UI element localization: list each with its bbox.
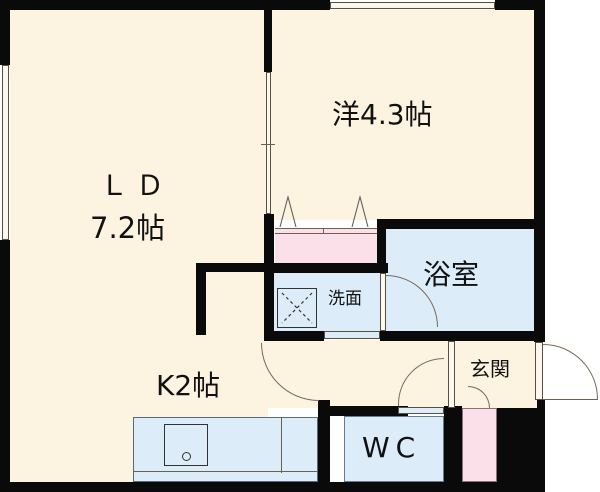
window-left bbox=[2, 65, 9, 240]
wall-bath-left bbox=[377, 219, 386, 273]
wall-right bbox=[534, 0, 545, 342]
entrance-step bbox=[448, 341, 455, 408]
sliding-door-mark bbox=[261, 144, 275, 145]
wall-bottom bbox=[0, 482, 545, 492]
wc-door-opening bbox=[398, 407, 444, 414]
front-door-leaf bbox=[543, 399, 598, 400]
sink-icon bbox=[164, 424, 208, 466]
counter-front-line bbox=[133, 471, 318, 472]
wall-left-bottom bbox=[0, 240, 10, 492]
closet-rail bbox=[275, 228, 377, 229]
wall-ld-western-top bbox=[264, 0, 272, 72]
counter-divider bbox=[281, 417, 282, 473]
wash-corridor-opening bbox=[324, 331, 380, 339]
ld-floor bbox=[10, 10, 268, 482]
wall-left-top bbox=[0, 0, 10, 65]
sink-drain-icon bbox=[182, 452, 191, 461]
wall-bath-bottom bbox=[380, 331, 537, 341]
closet-door-marks-icon bbox=[279, 195, 369, 228]
kitchen-label: K2帖 bbox=[156, 369, 221, 402]
wall-kitchen-stub-v bbox=[196, 263, 206, 335]
wall-ld-western-bottom bbox=[264, 214, 274, 339]
wall-top-left bbox=[0, 0, 330, 10]
western-room-label: 洋4.3帖 bbox=[332, 98, 433, 131]
wall-kitchen-stub-h bbox=[196, 263, 274, 272]
ld-label: ＬＤ bbox=[100, 169, 173, 202]
wall-closet-wash bbox=[264, 263, 388, 273]
kitchen-counter bbox=[133, 417, 318, 482]
ld-size-label: 7.2帖 bbox=[90, 211, 166, 245]
wall-wc-right bbox=[444, 406, 462, 492]
western-room-floor bbox=[268, 10, 534, 220]
front-door[interactable] bbox=[543, 344, 598, 400]
closet-rail-lower bbox=[275, 233, 377, 234]
wall-wash-bottom bbox=[264, 331, 324, 341]
window-top bbox=[330, 2, 495, 9]
shoe-closet bbox=[462, 408, 497, 482]
wash-bath-door bbox=[380, 273, 386, 331]
sliding-door-ld-western bbox=[266, 72, 271, 214]
toilet-label: WC bbox=[362, 431, 422, 464]
wall-corridor-wc bbox=[318, 406, 408, 416]
toilet-area bbox=[344, 416, 444, 482]
western-closet bbox=[275, 228, 377, 264]
wall-entrance-block bbox=[497, 408, 545, 492]
bath-label: 浴室 bbox=[423, 258, 480, 291]
wall-top-right bbox=[495, 0, 545, 10]
wall-corridor-kitchen bbox=[318, 400, 330, 492]
entrance-label: 玄関 bbox=[470, 357, 510, 381]
closet-divider bbox=[323, 228, 324, 234]
washroom-label: 洗面 bbox=[328, 289, 362, 309]
entrance-door-frame bbox=[535, 342, 543, 400]
washing-machine-pan-icon bbox=[277, 288, 317, 328]
wall-western-bath bbox=[377, 219, 537, 229]
